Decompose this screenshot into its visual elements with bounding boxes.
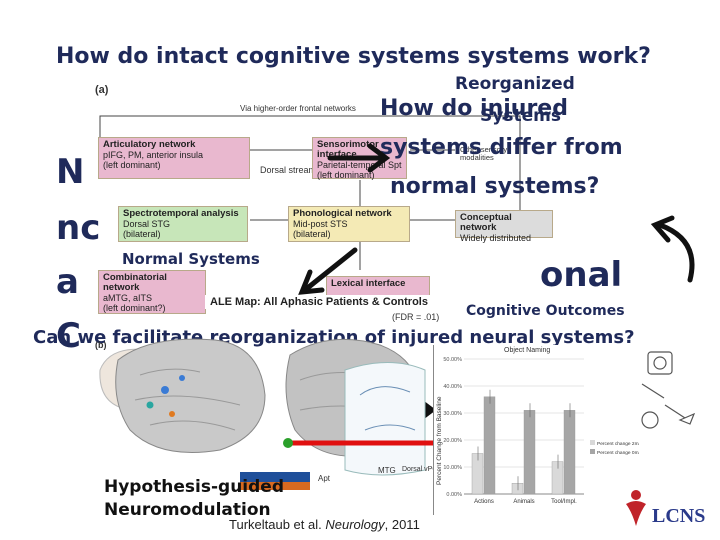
phonological-network-box: Phonological network Mid-post STS (bilat…: [288, 206, 410, 242]
slide-title: How do intact cognitive systems systems …: [56, 44, 651, 69]
chart-ytick-label: 10.00%: [443, 465, 462, 471]
chart-title: Object Naming: [504, 347, 551, 354]
chart-bar: [471, 453, 484, 495]
chart-category-label: Animals: [513, 499, 534, 505]
articulatory-sub2: (left dominant): [103, 160, 161, 170]
other-sensory-line2: modalities: [460, 153, 494, 162]
big-text-onal: onal: [540, 255, 623, 295]
sensorimotor-sub1: Parietal-temporal Spt: [317, 160, 402, 170]
chart-ytick-label: 20.00%: [443, 438, 462, 444]
spectro-sub2: (bilateral): [123, 229, 161, 239]
activation-blob-2: [146, 401, 154, 409]
cognitive-outcomes-label: Cognitive Outcomes: [466, 303, 625, 319]
other-sensory-label: Other sensory modalities: [460, 146, 507, 162]
chart-bar: [523, 410, 536, 495]
injured-question-line1: How do injured: [380, 96, 568, 121]
down-left-arrow: [302, 247, 358, 293]
fdr-label: (FDR = .01): [392, 312, 440, 322]
brain-left-hemisphere: [115, 338, 266, 453]
chart-legend-swatch: [590, 440, 595, 445]
combinatorial-sub2: (left dominant?): [103, 303, 166, 313]
chart-legend-swatch: [590, 449, 595, 454]
blue-legend-strip: [240, 472, 310, 482]
spectro-sub1: Dorsal STG: [123, 219, 171, 229]
activation-blob-3: [179, 375, 185, 381]
schematic-pathways: [359, 386, 416, 431]
spectro-title: Spectrotemporal analysis: [123, 208, 239, 219]
object-naming-chart: Object Naming Percent Change from Baseli…: [433, 345, 639, 515]
chart-bar: [511, 482, 524, 495]
articulatory-network-box: Articulatory network pIFG, PM, anterior …: [98, 137, 250, 179]
dorsal-stream-label: Dorsal stream: [260, 165, 317, 175]
big-text-n: N: [56, 152, 85, 192]
conceptual-network-box: Conceptual network Widely distributed: [455, 210, 553, 243]
chart-bar: [563, 410, 576, 495]
ale-map-strip: [205, 295, 460, 309]
conceptual-title: Conceptual network: [460, 212, 512, 233]
injured-question-line3: normal systems?: [390, 174, 600, 199]
phono-sub2: (bilateral): [293, 229, 331, 239]
citation-journal: Neurology: [325, 517, 385, 532]
ale-map-label: ALE Map: All Aphasic Patients & Controls: [210, 296, 428, 308]
phono-title: Phonological network: [293, 208, 392, 219]
conceptual-sub1: Widely distributed: [460, 233, 532, 243]
combinatorial-title: Combinatorial network: [103, 272, 167, 293]
chart-plot-area: 0.00% 10.00% 20.00% 30.00% 40.00% 50.00% Actio…: [443, 357, 639, 505]
left-brain-sulci: [134, 368, 241, 431]
injured-question-line2: systems differ from: [380, 135, 623, 160]
big-text-a: a: [56, 262, 79, 302]
hypothesis-line2: Neuromodulation: [104, 500, 271, 520]
mtg-label: MTG: [378, 466, 396, 475]
sensorimotor-title: Sensorimotor interface: [317, 139, 379, 160]
dorsal-vpop-label: Dorsal vPOp: [402, 466, 442, 473]
articulatory-sub1: pIFG, PM, anterior insula: [103, 150, 204, 160]
brain-schematic-overlay: [344, 362, 426, 476]
combinatorial-sub1: aMTG, aITS: [103, 293, 153, 303]
citation-suffix: , 2011: [384, 517, 420, 532]
lcns-logo-icon: [626, 490, 646, 526]
chart-ytick-label: 50.00%: [443, 357, 462, 363]
sensorimotor-sub2: (left dominant): [317, 170, 375, 180]
other-sensory-line1: Other sensory: [460, 145, 508, 154]
chart-legend-label: Percent change 0mA: [597, 450, 639, 456]
activation-blob-1: [161, 386, 169, 394]
chart-bar: [551, 461, 564, 495]
citation-prefix: Turkeltaub et al.: [229, 517, 326, 532]
orange-legend-strip: [240, 482, 310, 490]
lcns-logo-text: LCNS: [652, 505, 706, 527]
lexical-title: Lexical interface: [331, 278, 406, 289]
spectrotemporal-analysis-box: Spectrotemporal analysis Dorsal STG (bil…: [118, 206, 248, 242]
chart-bar: [483, 396, 496, 495]
chart-category-label: Actions: [474, 499, 494, 505]
reorganized-label: Reorganized: [455, 74, 575, 94]
chart-ytick-label: 30.00%: [443, 411, 462, 417]
big-text-nc: nc: [56, 208, 101, 248]
big-text-c: C: [56, 316, 81, 356]
right-side-sketches: [641, 351, 696, 429]
green-node: [283, 438, 293, 448]
apt-label: Apt: [318, 474, 331, 483]
phono-sub1: Mid-post STS: [293, 219, 348, 229]
hypothesis-line1: Hypothesis-guided: [104, 477, 285, 497]
activation-blob-4: [169, 411, 175, 417]
curved-arrow: [657, 222, 695, 283]
systems-label: Systems: [480, 106, 561, 126]
citation: Turkeltaub et al. Neurology, 2011: [229, 517, 420, 532]
panel-b-label: (b): [95, 340, 107, 350]
combinatorial-network-box: Combinatorial network aMTG, aITS (left d…: [98, 270, 206, 314]
chart-ytick-label: 0.00%: [446, 492, 462, 498]
articulatory-title: Articulatory network: [103, 139, 196, 150]
chart-ytick-label: 40.00%: [443, 384, 462, 390]
chart-legend-label: Percent change 2mA: [597, 441, 639, 447]
panel-a-label: (a): [95, 84, 109, 96]
normal-systems-label: Normal Systems: [120, 250, 262, 268]
chart-category-label: Tool/Impl.: [551, 499, 577, 505]
via-frontal-label: Via higher-order frontal networks: [240, 104, 356, 113]
